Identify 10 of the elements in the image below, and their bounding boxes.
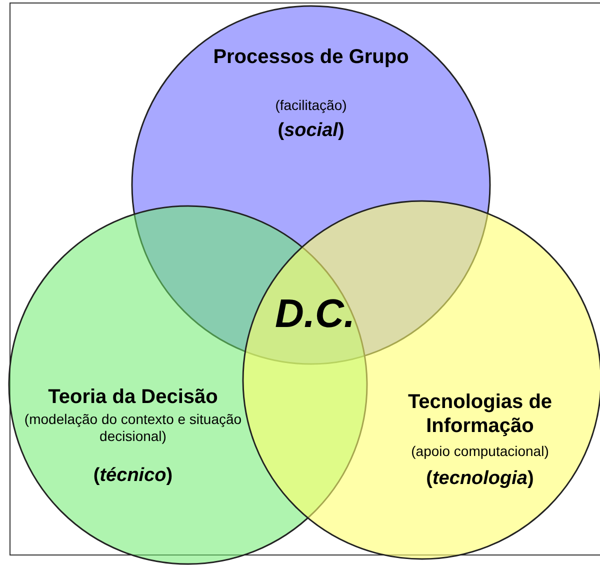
circle-tag: (técnico) <box>18 465 248 488</box>
circle-subtitle: (apoio computacional) <box>410 443 550 460</box>
circle-title: Tecnologias de Informação <box>406 390 554 438</box>
circle-tag: (tecnologia) <box>370 468 590 491</box>
circle-subtitle: (modelação do contexto e situação decisional) <box>23 411 243 445</box>
circle-subtitle: (facilitação) <box>274 97 348 114</box>
circle-tag: (social) <box>181 120 441 143</box>
circle-title: Teoria da Decisão <box>47 385 219 409</box>
circle-title: Processos de Grupo <box>212 45 410 69</box>
center-label: D.C. <box>274 291 356 338</box>
